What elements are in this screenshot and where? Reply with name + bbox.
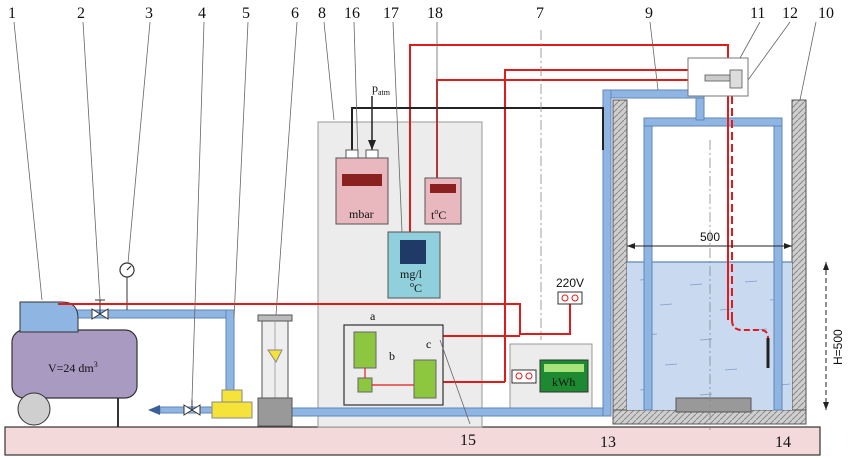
rotameter-6 [257,314,293,427]
callout-6: 6 [291,5,299,22]
callout-12: 12 [782,5,798,22]
probe-holder [687,57,749,97]
height-label: H=500 [831,329,845,365]
height-dimension: H=500 [823,262,845,410]
v220-label: 220V [556,276,584,290]
patm-label: patm [372,81,391,97]
tank-volume-label: V=24 dm3 [48,360,98,375]
module-links [364,368,414,386]
callout-17: 17 [383,5,399,22]
module-c [413,359,437,399]
outlet-arrow [148,405,160,415]
callout-2: 2 [77,5,85,22]
leader-lines [13,21,817,425]
temperature-sensor-18: toC [424,177,462,225]
callout-11: 11 [750,5,765,22]
callout-7: 7 [536,5,544,22]
pressure-gauge-3 [119,262,135,310]
probe-line [731,60,770,368]
tank-wall-right [791,99,807,423]
tank-wall-left [612,99,628,423]
callout-15: 15 [460,432,476,449]
label-a: a [370,309,376,323]
filter-5 [211,389,253,419]
compressor-head [19,301,79,333]
mbar-label: mbar [349,207,374,221]
tank-water [627,262,792,410]
callout-4: 4 [198,5,206,22]
compressor-wheel [17,392,51,426]
aeration-frame [602,89,783,411]
kwh-meter: kWh [511,359,589,393]
base-platform [4,426,821,456]
temp-label: toC [431,207,446,222]
callout-18: 18 [427,5,443,22]
callout-3: 3 [145,5,153,22]
pressure-sensor-16: mbar [335,149,389,225]
callout-14: 14 [775,434,791,451]
socket-220v: 220V [556,276,584,305]
oc-label: oC [410,280,422,295]
oxygen-meter-17: mg/l oC [387,231,441,299]
pressure-line [351,107,604,155]
mgl-label: mg/l [400,267,423,281]
callout-5: 5 [242,5,250,22]
module-b [357,377,373,393]
callout-16: 16 [344,5,360,22]
callout-10: 10 [818,5,834,22]
callout-9: 9 [645,5,653,22]
callout-13: 13 [600,434,616,451]
label-c: c [426,337,431,351]
air-supply-pipe [69,89,612,417]
diffuser [675,397,752,413]
callout-1: 1 [8,5,16,22]
kwh-label: kWh [552,375,575,389]
label-b: b [389,349,395,363]
module-a [353,331,377,369]
callout-8: 8 [318,5,326,22]
valve-4 [183,399,201,416]
